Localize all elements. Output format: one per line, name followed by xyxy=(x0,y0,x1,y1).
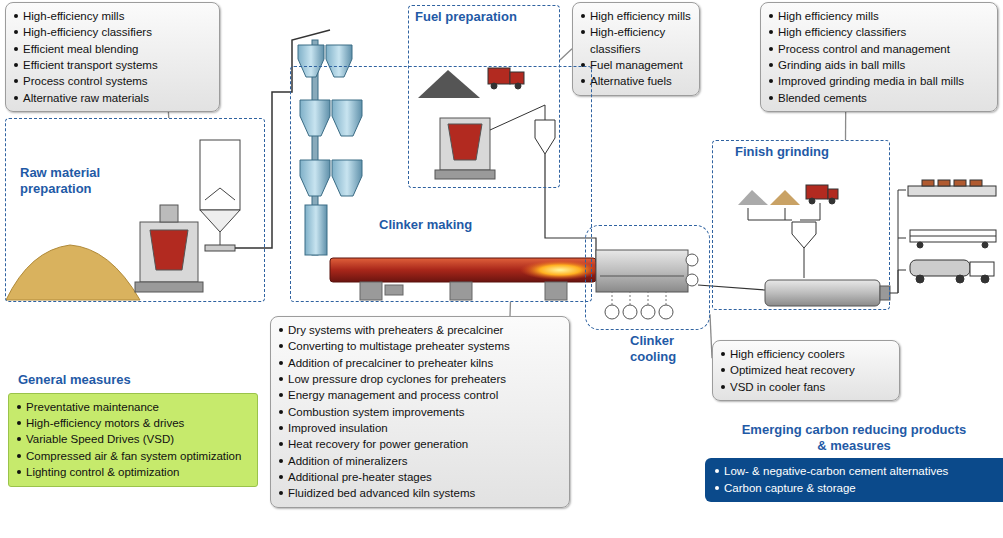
callout-box: High efficiency coolersOptimized heat re… xyxy=(712,340,900,401)
bullet-item: High-efficiency mills xyxy=(12,8,211,24)
bullet-item: Energy management and process control xyxy=(277,387,561,403)
process-area: Raw material preparation xyxy=(5,118,265,302)
bullet-item: Process control and management xyxy=(767,41,989,57)
panel-heading: General measures xyxy=(18,372,258,388)
bullet-item: Compressed air & fan system optimization xyxy=(15,448,249,464)
leader-connector xyxy=(845,112,846,140)
bullet-item: Preventative maintenance xyxy=(15,399,249,415)
bullet-item: Additional pre-heater stages xyxy=(277,469,561,485)
bullet-item: High efficiency coolers xyxy=(719,346,891,362)
panel-body: Preventative maintenanceHigh-efficiency … xyxy=(8,393,258,488)
bullet-item: VSD in cooler fans xyxy=(719,379,891,395)
callout-box: High efficiency millsHigh efficiency cla… xyxy=(760,2,998,112)
bullet-item: Optimized heat recovery xyxy=(719,362,891,378)
bullet-item: Efficient meal blending xyxy=(12,41,211,57)
bullet-item: High efficiency mills xyxy=(767,8,989,24)
bullet-item: High efficiency mills xyxy=(579,8,691,24)
emerging-panel: Emerging carbon reducing products & meas… xyxy=(705,422,1003,502)
bullet-item: Dry systems with preheaters & precalcine… xyxy=(277,322,561,338)
bullet-item: Alternative fuels xyxy=(579,73,691,89)
process-area: Clinker making xyxy=(290,66,592,302)
measures-panel: General measuresPreventative maintenance… xyxy=(8,372,258,487)
leader-connector xyxy=(560,49,572,60)
bullet-item: High efficiency classifiers xyxy=(767,24,989,40)
callout-box: High-efficiency millsHigh-efficiency cla… xyxy=(5,2,220,112)
process-area: Clinker cooling xyxy=(585,225,710,364)
bullet-item: Blended cements xyxy=(767,90,989,106)
bullet-item: Carbon capture & storage xyxy=(713,480,997,496)
area-heading: Raw material preparation xyxy=(20,165,160,196)
leader-connector xyxy=(509,302,511,316)
area-heading: Clinker making xyxy=(379,217,539,233)
area-heading: Finish grinding xyxy=(735,144,885,160)
bullet-item: Fluidized bed advanced kiln systems xyxy=(277,485,561,501)
area-heading: Fuel preparation xyxy=(415,9,535,25)
process-area: Fuel preparation xyxy=(408,5,560,188)
bullet-item: Improved insulation xyxy=(277,420,561,436)
bullet-item: Heat recovery for power generation xyxy=(277,436,561,452)
bullet-item: Lighting control & optimization xyxy=(15,464,249,480)
panel-body: Low- & negative-carbon cement alternativ… xyxy=(705,458,1003,502)
bullet-item: Process control systems xyxy=(12,73,211,89)
bullet-item: Converting to multistage preheater syste… xyxy=(277,338,561,354)
bullet-item: Low pressure drop cyclones for preheater… xyxy=(277,371,561,387)
process-area: Finish grinding xyxy=(712,140,890,310)
panel-heading: Emerging carbon reducing products & meas… xyxy=(739,422,969,453)
bullet-item: Addition of precalciner to preheater kil… xyxy=(277,355,561,371)
bullet-item: Variable Speed Drives (VSD) xyxy=(15,431,249,447)
bullet-item: Alternative raw materials xyxy=(12,90,211,106)
callout-box: Dry systems with preheaters & precalcine… xyxy=(270,316,570,508)
bullet-item: High-efficiency motors & drives xyxy=(15,415,249,431)
bullet-item: High-efficiency classifiers xyxy=(12,24,211,40)
bullet-item: Combustion system improvements xyxy=(277,404,561,420)
area-heading: Clinker cooling xyxy=(630,333,700,364)
bullet-item: Low- & negative-carbon cement alternativ… xyxy=(713,463,997,479)
area-outline xyxy=(585,225,710,330)
bullet-item: Addition of mineralizers xyxy=(277,453,561,469)
bullet-item: Improved grinding media in ball mills xyxy=(767,73,989,89)
bullet-item: Grinding aids in ball mills xyxy=(767,57,989,73)
bullet-item: High-efficiency classifiers xyxy=(579,24,691,57)
bullet-item: Fuel management xyxy=(579,57,691,73)
bullet-item: Efficient transport systems xyxy=(12,57,211,73)
